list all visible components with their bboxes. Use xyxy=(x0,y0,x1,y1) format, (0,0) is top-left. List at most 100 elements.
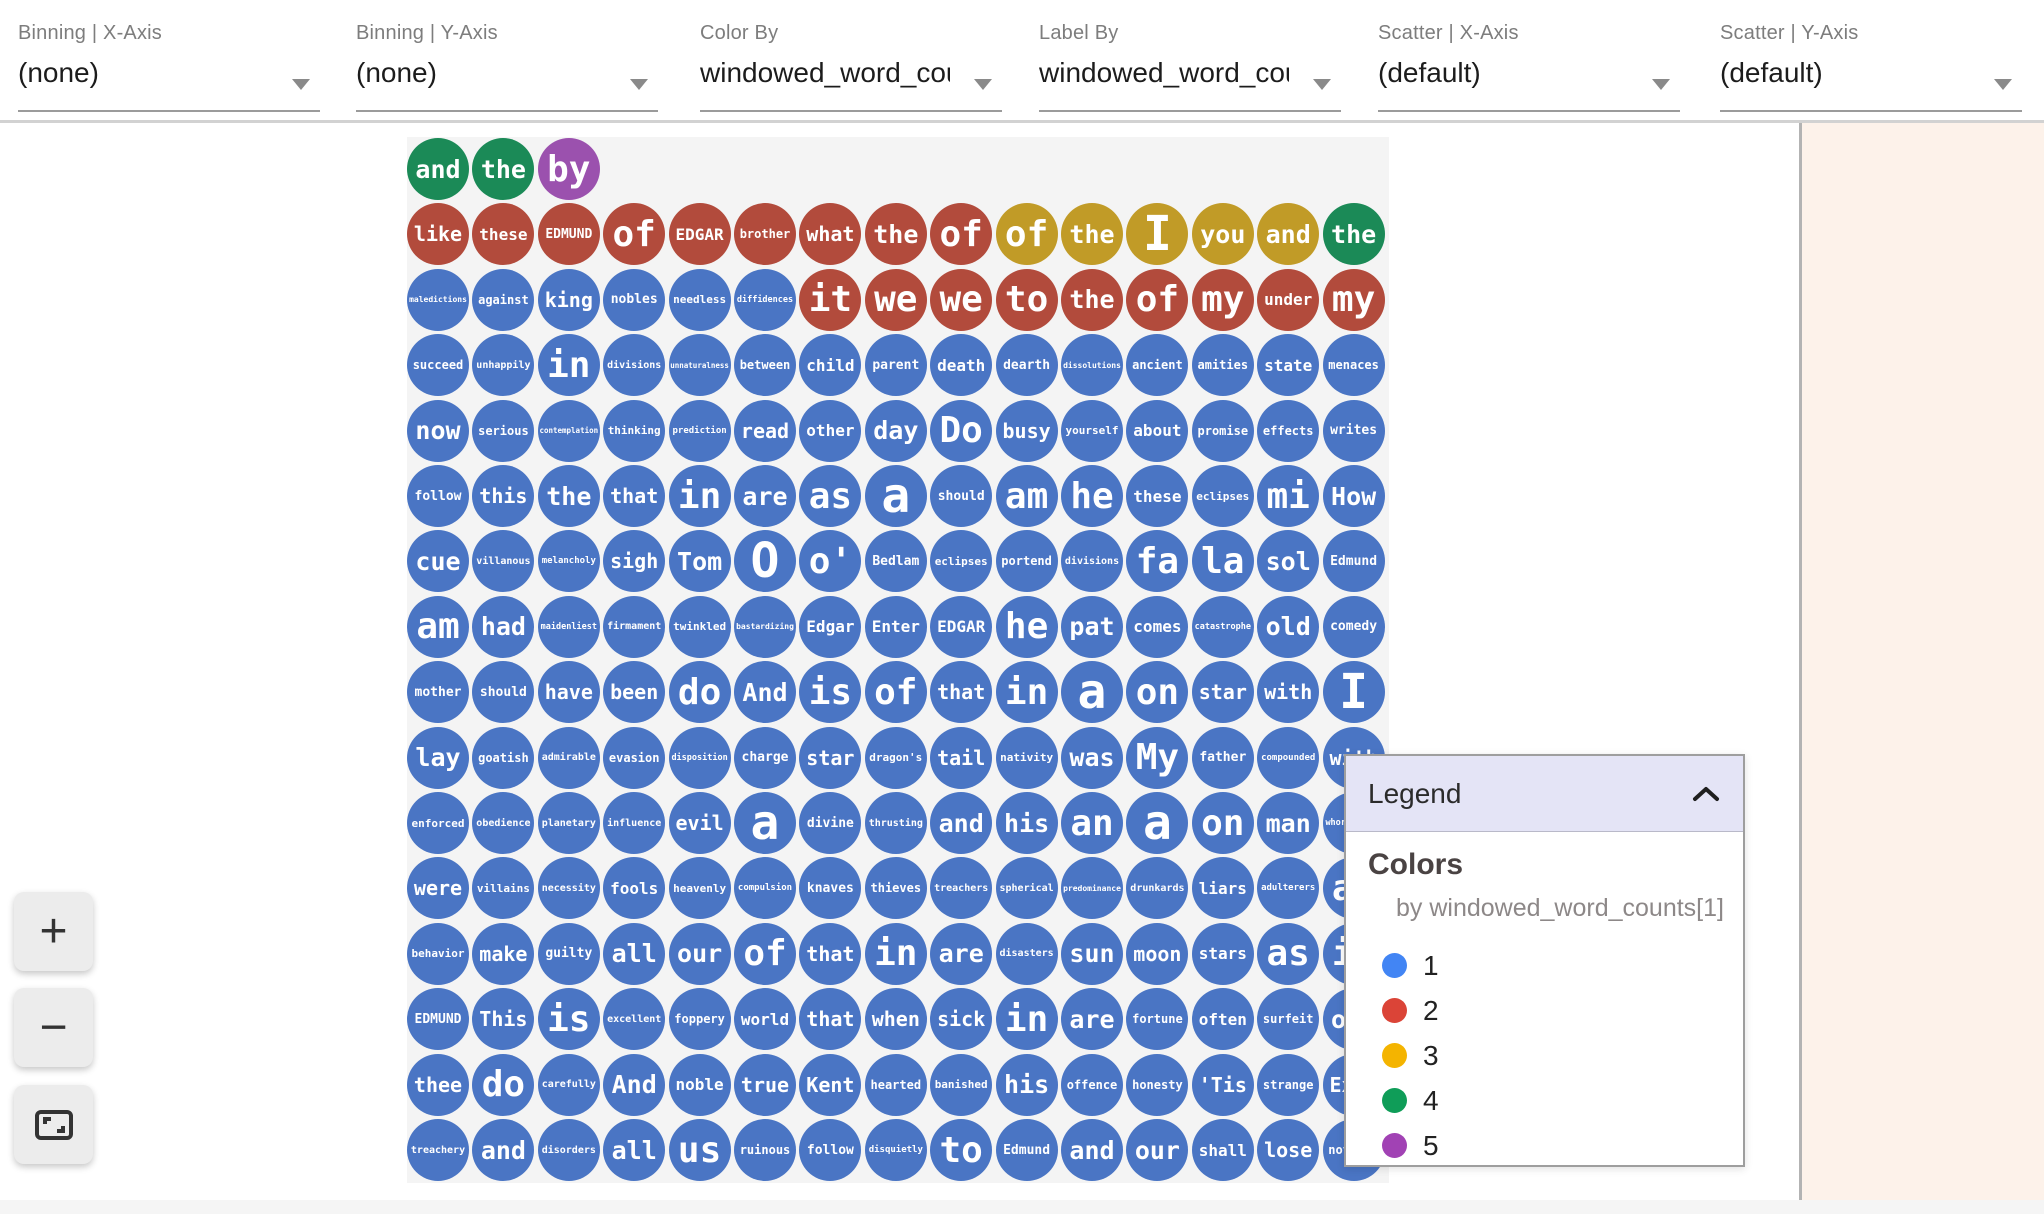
word-circle[interactable]: are xyxy=(734,465,796,527)
word-circle[interactable]: hearted xyxy=(864,1053,927,1116)
word-circle[interactable]: disquietly xyxy=(864,1119,927,1181)
word-circle[interactable]: follow xyxy=(799,1119,862,1181)
word-circle[interactable]: admirable xyxy=(537,726,600,789)
word-circle[interactable]: of xyxy=(864,661,927,724)
word-circle[interactable]: EDGAR xyxy=(668,203,731,266)
word-circle[interactable]: an xyxy=(1061,792,1123,854)
word-circle[interactable]: am xyxy=(407,595,469,658)
word-circle[interactable]: liars xyxy=(1191,857,1254,920)
word-circle[interactable]: what xyxy=(799,203,862,266)
word-circle[interactable]: I xyxy=(1322,661,1385,724)
word-circle[interactable]: comedy xyxy=(1322,595,1385,658)
word-circle[interactable]: old xyxy=(1257,595,1320,658)
word-circle[interactable]: death xyxy=(930,334,993,397)
word-circle[interactable]: and xyxy=(1061,1119,1123,1181)
word-circle[interactable]: predominance xyxy=(1061,857,1123,920)
word-circle[interactable]: we xyxy=(930,268,993,331)
word-circle[interactable]: shall xyxy=(1191,1119,1254,1181)
word-circle[interactable]: we xyxy=(864,268,927,331)
word-circle[interactable]: obedience xyxy=(472,792,535,854)
word-circle[interactable]: all xyxy=(603,1119,666,1181)
word-circle[interactable]: villains xyxy=(472,857,535,920)
word-circle[interactable]: state xyxy=(1257,334,1320,397)
word-circle[interactable]: necessity xyxy=(537,857,600,920)
word-circle[interactable]: the xyxy=(1322,203,1385,266)
word-circle[interactable]: sun xyxy=(1061,922,1123,985)
word-circle[interactable]: maidenliest xyxy=(537,595,600,658)
word-circle[interactable]: stars xyxy=(1191,922,1254,985)
word-circle[interactable]: My xyxy=(1126,726,1189,789)
word-circle[interactable]: my xyxy=(1322,268,1385,331)
word-circle[interactable]: influence xyxy=(603,792,666,854)
word-circle[interactable]: this xyxy=(472,465,535,527)
word-circle[interactable]: you xyxy=(1191,203,1254,266)
word-circle[interactable]: lose xyxy=(1257,1119,1320,1181)
word-circle[interactable]: noble xyxy=(668,1053,731,1116)
word-circle[interactable]: Bedlam xyxy=(864,530,927,593)
word-circle[interactable]: foppery xyxy=(668,988,731,1051)
word-circle[interactable]: with xyxy=(1257,661,1320,724)
word-circle[interactable]: o' xyxy=(799,530,862,593)
word-circle[interactable]: in xyxy=(864,922,927,985)
word-circle[interactable]: compounded xyxy=(1257,726,1320,789)
word-circle[interactable]: make xyxy=(472,922,535,985)
word-circle[interactable]: pat xyxy=(1061,595,1123,658)
word-circle[interactable]: sol xyxy=(1257,530,1320,593)
word-circle[interactable]: us xyxy=(668,1119,731,1181)
word-circle[interactable]: and xyxy=(930,792,993,854)
word-circle[interactable]: la xyxy=(1191,530,1254,593)
word-circle[interactable]: divine xyxy=(799,792,862,854)
word-circle[interactable]: And xyxy=(603,1053,666,1116)
word-circle[interactable]: And xyxy=(734,661,796,724)
word-circle[interactable]: in xyxy=(537,334,600,397)
word-circle[interactable]: are xyxy=(1061,988,1123,1051)
word-circle[interactable]: world xyxy=(734,988,796,1051)
word-circle[interactable]: firmament xyxy=(603,595,666,658)
word-circle[interactable]: cue xyxy=(407,530,469,593)
zoom-out-button[interactable]: − xyxy=(14,988,93,1067)
word-circle[interactable]: This xyxy=(472,988,535,1051)
word-circle[interactable]: thieves xyxy=(864,857,927,920)
word-circle[interactable]: he xyxy=(1061,465,1123,527)
word-circle[interactable]: evil xyxy=(668,792,731,854)
word-circle[interactable]: fa xyxy=(1126,530,1189,593)
word-circle[interactable]: heavenly xyxy=(668,857,731,920)
word-circle[interactable]: been xyxy=(603,661,666,724)
word-circle[interactable]: dearth xyxy=(995,334,1058,397)
word-circle[interactable]: goatish xyxy=(472,726,535,789)
word-circle[interactable]: his xyxy=(995,792,1058,854)
word-circle[interactable]: unnaturalness xyxy=(668,334,731,397)
word-circle[interactable]: in xyxy=(995,661,1058,724)
word-circle[interactable]: do xyxy=(472,1053,535,1116)
word-circle[interactable]: and xyxy=(407,138,469,200)
word-circle[interactable]: in xyxy=(995,988,1058,1051)
word-circle[interactable]: is xyxy=(799,661,862,724)
word-circle[interactable]: the xyxy=(472,138,535,200)
word-circle[interactable]: other xyxy=(799,399,862,462)
word-circle[interactable]: the xyxy=(1061,268,1123,331)
word-circle[interactable]: planetary xyxy=(537,792,600,854)
word-circle[interactable]: these xyxy=(1126,465,1189,527)
word-circle[interactable]: star xyxy=(1191,661,1254,724)
word-circle[interactable]: Enter xyxy=(864,595,927,658)
word-circle[interactable]: brother xyxy=(734,203,796,266)
dropdown-color-by[interactable]: Color By windowed_word_counts xyxy=(700,22,1002,112)
word-circle[interactable]: knaves xyxy=(799,857,862,920)
word-circle[interactable]: fortune xyxy=(1126,988,1189,1051)
word-circle[interactable]: of xyxy=(603,203,666,266)
word-circle[interactable]: menaces xyxy=(1322,334,1385,397)
word-circle[interactable]: sigh xyxy=(603,530,666,593)
word-circle[interactable]: bastardizing xyxy=(734,595,796,658)
word-circle[interactable]: eclipses xyxy=(930,530,993,593)
word-circle[interactable]: fools xyxy=(603,857,666,920)
word-circle[interactable]: yourself xyxy=(1061,399,1123,462)
word-circle[interactable]: 'Tis xyxy=(1191,1053,1254,1116)
word-circle[interactable]: my xyxy=(1191,268,1254,331)
word-circle[interactable]: promise xyxy=(1191,399,1254,462)
word-circle[interactable]: catastrophe xyxy=(1191,595,1254,658)
word-circle[interactable]: busy xyxy=(995,399,1058,462)
word-circle[interactable]: and xyxy=(472,1119,535,1181)
word-circle[interactable]: writes xyxy=(1322,399,1385,462)
word-circle[interactable]: mi xyxy=(1257,465,1320,527)
word-circle[interactable]: that xyxy=(603,465,666,527)
